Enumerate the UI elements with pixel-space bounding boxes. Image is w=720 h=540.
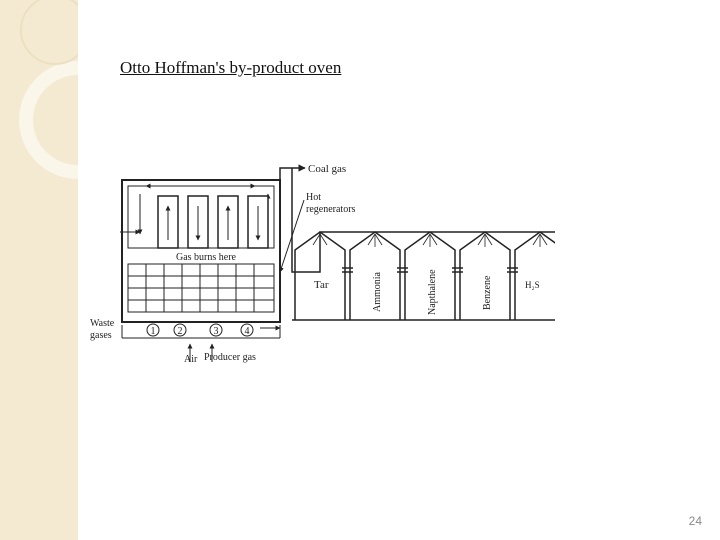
chamber-flow-arrows (120, 205, 261, 241)
benzene-label: Benzene (482, 275, 493, 310)
chamber-4-number: 4 (245, 326, 250, 337)
air-label: Air (184, 354, 198, 365)
hot-regenerators-label-line1: Hot (306, 192, 321, 203)
bottom-connections (121, 325, 281, 362)
slide-title: Otto Hoffman's by-product oven (120, 58, 342, 77)
chamber-2-number: 2 (178, 326, 183, 337)
regenerator-grid (127, 263, 275, 313)
h2s-label: H₂S (525, 280, 540, 290)
producer-gas-label: Producer gas (204, 352, 256, 363)
coal-gas-label: Coal gas (308, 163, 346, 175)
oven-chambers (157, 195, 269, 249)
spray-nozzles (312, 233, 548, 247)
hot-regenerators-label-line2: regenerators (306, 204, 356, 215)
tar-label: Tar (314, 279, 329, 291)
by-product-oven-diagram: Gas burns here Coal gas Hot regenerators… (90, 163, 555, 365)
napthalene-label: Napthalene (427, 269, 438, 315)
waste-gases-label-line2: gases (90, 330, 112, 341)
decorative-side-band (0, 0, 78, 540)
gas-burns-here-label: Gas burns here (176, 252, 237, 263)
ammonia-label: Ammonia (372, 271, 383, 312)
scrubber-towers (292, 231, 555, 321)
chamber-1-number: 1 (151, 326, 156, 337)
waste-gases-label-line1: Waste (90, 318, 115, 329)
chamber-numbers: 1 2 3 4 (146, 323, 254, 337)
tower-connectors (342, 267, 518, 273)
coal-gas-pipe (279, 164, 555, 273)
page-number: 24 (688, 514, 702, 528)
chamber-3-number: 3 (214, 326, 219, 337)
